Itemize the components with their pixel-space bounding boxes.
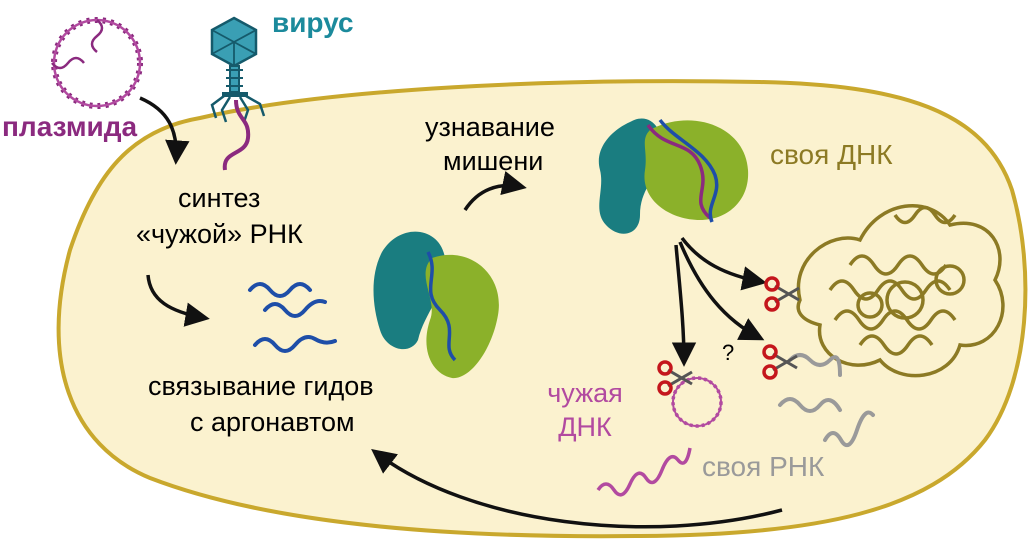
guide-rna-icon bbox=[248, 282, 337, 353]
label-plasmid: плазмида bbox=[2, 111, 138, 142]
bacterial-cell bbox=[56, 79, 1028, 539]
plasmid-icon bbox=[51, 17, 143, 109]
arrow-plasmid-to-synthesis bbox=[139, 96, 190, 165]
arrow-to-foreign-dna bbox=[671, 244, 697, 367]
label-synthesis-line1: синтез bbox=[178, 183, 261, 213]
foreign-dna-icon bbox=[596, 376, 723, 497]
own-dna-icon bbox=[796, 203, 1005, 378]
label-foreign-dna: чужая ДНК bbox=[530, 376, 640, 444]
argonaute-target-icon bbox=[598, 118, 749, 234]
label-synthesis: синтез «чужой» РНК bbox=[130, 180, 360, 252]
arrow-synthesis-to-binding bbox=[146, 274, 210, 327]
label-foreign-dna-line1: чужая bbox=[547, 378, 623, 408]
label-binding: связывание гидов с аргонавтом bbox=[148, 368, 374, 440]
label-virus: вирус bbox=[272, 7, 354, 38]
label-own-rna: своя РНК bbox=[702, 451, 825, 482]
virus-icon bbox=[210, 16, 266, 171]
label-binding-line1: связывание гидов bbox=[148, 371, 374, 401]
label-binding-line2: с аргонавтом bbox=[190, 407, 355, 437]
arrow-to-own-dna bbox=[680, 236, 767, 291]
label-question-mark: ? bbox=[722, 340, 735, 365]
arrow-return-cycle bbox=[371, 449, 783, 529]
label-recognition: узнавание мишени bbox=[425, 110, 555, 178]
label-recognition-line2: мишени bbox=[443, 146, 544, 176]
label-recognition-line1: узнавание bbox=[425, 112, 555, 142]
label-synthesis-line2: «чужой» РНК bbox=[136, 219, 303, 249]
label-foreign-dna-line2: ДНК bbox=[558, 412, 612, 442]
arrow-to-recognition bbox=[463, 171, 527, 211]
arrow-to-own-rna bbox=[678, 241, 765, 341]
own-rna-icon bbox=[778, 353, 875, 448]
label-own-dna: своя ДНК bbox=[770, 139, 893, 170]
argonaute-guide-icon bbox=[373, 231, 499, 379]
